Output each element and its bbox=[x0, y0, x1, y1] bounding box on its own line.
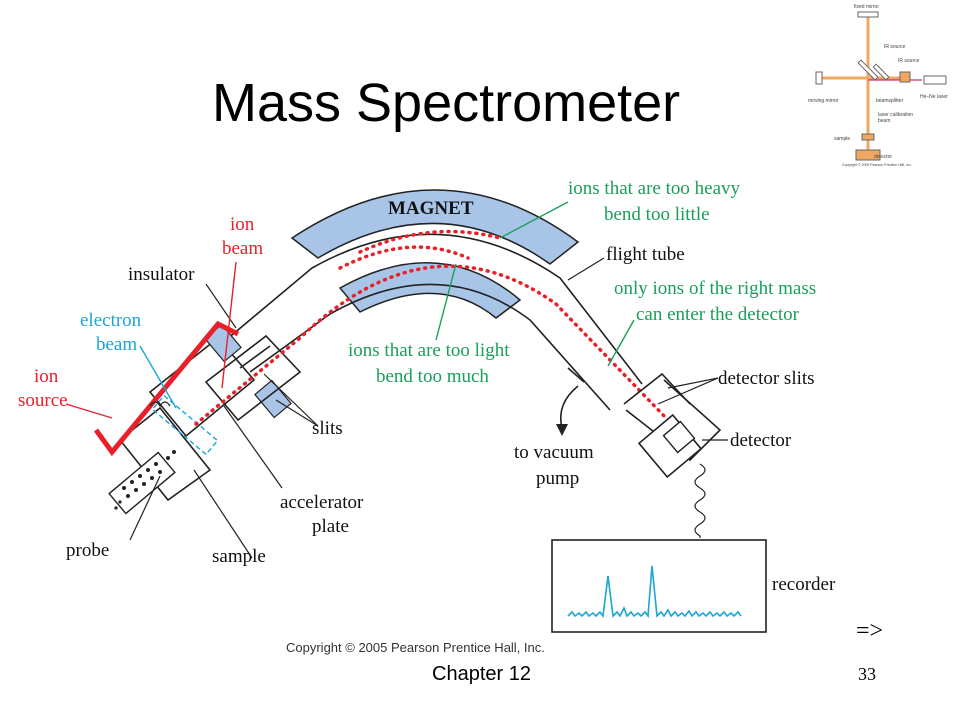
filament-coil bbox=[149, 401, 171, 408]
probe-label: probe bbox=[66, 540, 109, 561]
inset-label-ir-source-2: IR source bbox=[898, 58, 920, 64]
inset-label-beamsplitter: beamsplitter bbox=[876, 98, 904, 104]
inset-fixed-mirror bbox=[857, 11, 879, 18]
ion-source-label-1: ion bbox=[34, 366, 59, 387]
inset-laser bbox=[923, 75, 947, 85]
detector-slits-label: detector slits bbox=[718, 368, 815, 389]
light-ion-path bbox=[338, 245, 470, 270]
inset-label-he-ne: He–Ne laser bbox=[920, 94, 948, 100]
slide-title: Mass Spectrometer bbox=[212, 73, 681, 133]
vacuum-pump-label-2: pump bbox=[536, 468, 579, 489]
accelerator-plate-label-1: accelerator bbox=[280, 492, 364, 513]
electron-beam-label-1: electron bbox=[80, 310, 142, 331]
ion-source-chamber bbox=[148, 336, 256, 438]
insulator-label: insulator bbox=[128, 264, 195, 285]
flight-tube-outer-wall bbox=[225, 233, 643, 385]
recorder-box bbox=[551, 539, 767, 633]
inset-moving-mirror bbox=[815, 71, 823, 85]
inset-mirror-2 bbox=[872, 63, 890, 81]
detector-slit-housing bbox=[623, 372, 691, 405]
electron-beam-label-2: beam bbox=[96, 334, 137, 355]
right-mass-label-2: can enter the detector bbox=[636, 304, 800, 325]
next-slide-arrow[interactable]: => bbox=[856, 618, 884, 644]
detector-label: detector bbox=[730, 430, 792, 451]
electron-beam-path bbox=[151, 394, 219, 456]
recorder-label: recorder bbox=[772, 574, 836, 595]
flight-tube-label: flight tube bbox=[606, 244, 685, 265]
sample-label: sample bbox=[212, 546, 266, 567]
inset-label-fixed-mirror: fixed mirror bbox=[854, 4, 879, 10]
inset-label-laser-cal-1: laser calibration bbox=[878, 112, 913, 118]
insulator-block-bottom bbox=[254, 379, 292, 419]
slits-label: slits bbox=[312, 418, 343, 439]
inset-label-sample: sample bbox=[834, 136, 850, 142]
detector-box bbox=[637, 413, 703, 479]
ion-beam-path bbox=[194, 264, 670, 426]
accelerator-plate-label-2: plate bbox=[312, 516, 349, 537]
inset-label-ir-source-1: IR source bbox=[884, 44, 906, 50]
inset-sample bbox=[861, 133, 875, 141]
inset-copyright: Copyright © 2005 Pearson Prentice Hall, … bbox=[842, 163, 912, 167]
ion-beam-label-1: ion bbox=[230, 214, 255, 235]
flight-tube-inner-wall bbox=[249, 283, 611, 411]
too-heavy-label-2: bend too little bbox=[604, 204, 710, 225]
footer-chapter: Chapter 12 bbox=[432, 663, 531, 685]
ion-beam-label-2: beam bbox=[222, 238, 263, 259]
inset-beamsplitter bbox=[857, 59, 879, 81]
inset-label-detector: detector bbox=[874, 154, 892, 160]
ion-source-label-2: source bbox=[18, 390, 68, 411]
heavy-ion-path bbox=[358, 229, 502, 254]
inset-detector bbox=[855, 149, 881, 161]
recorder-spectrum bbox=[567, 565, 742, 619]
magnet-outer bbox=[290, 189, 580, 265]
detector-cable bbox=[694, 463, 706, 538]
vacuum-arrow bbox=[559, 385, 579, 429]
too-light-label-2: bend too much bbox=[376, 366, 489, 387]
too-heavy-label-1: ions that are too heavy bbox=[568, 178, 741, 199]
magnet-label: MAGNET bbox=[388, 198, 474, 219]
inset-ftir-diagram: fixed mirror IR source IR source moving … bbox=[808, 4, 948, 167]
inset-label-moving-mirror: moving mirror bbox=[808, 98, 839, 104]
magnet-inner bbox=[338, 261, 522, 319]
inset-label-laser-cal-2: beam bbox=[878, 118, 891, 124]
page-number: 33 bbox=[858, 664, 876, 684]
sample-dots bbox=[114, 450, 176, 510]
probe bbox=[108, 451, 176, 515]
copyright-text: Copyright © 2005 Pearson Prentice Hall, … bbox=[286, 640, 545, 655]
vacuum-pump-label-1: to vacuum bbox=[514, 442, 594, 463]
inset-ir-source-box bbox=[899, 71, 911, 83]
right-mass-label-1: only ions of the right mass bbox=[614, 278, 816, 299]
too-light-label-1: ions that are too light bbox=[348, 340, 510, 361]
